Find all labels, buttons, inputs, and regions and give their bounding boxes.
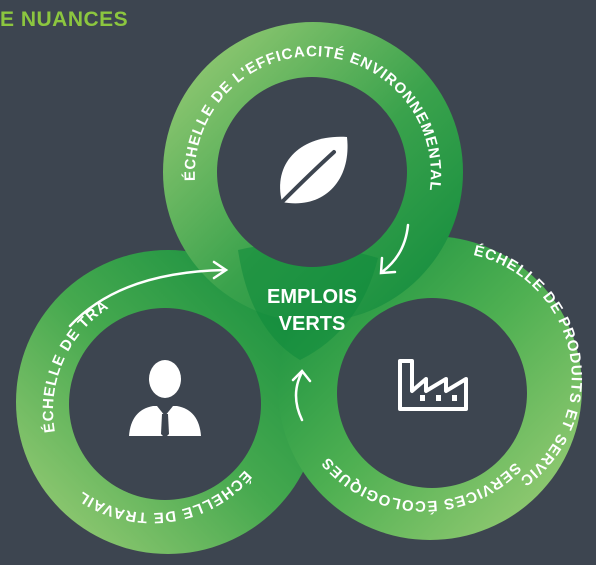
left-inner [69, 308, 261, 500]
arrow-right-to-center [294, 370, 304, 422]
center-label-line2: VERTS [279, 313, 346, 335]
arrow-left-to-center [68, 268, 227, 328]
factory-icon [398, 359, 468, 411]
center-overlap [238, 244, 378, 360]
corner-title: E NUANCES [0, 8, 129, 31]
leaf-icon [280, 136, 348, 204]
arrowhead-top [379, 256, 397, 275]
arrowhead-left [212, 260, 229, 280]
arrow-top-to-center [380, 223, 410, 274]
arrowhead-right [291, 369, 312, 383]
flow-arrows [68, 223, 410, 422]
center-label-line1: EMPLOIS [267, 286, 357, 308]
person-icon [129, 360, 201, 438]
right-inner [337, 298, 527, 488]
